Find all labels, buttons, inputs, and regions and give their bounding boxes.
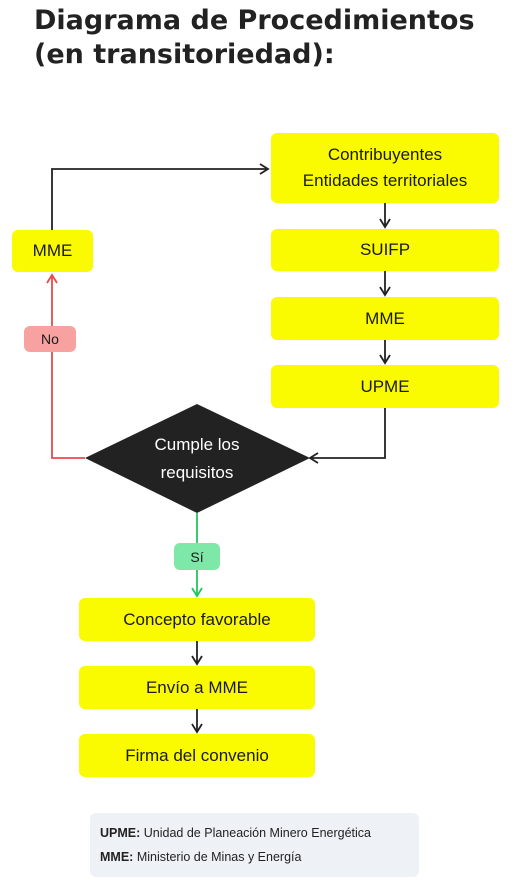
edge-mme-to-contribuyentes [51,163,270,230]
node-firma-convenio: Firma del convenio [79,734,315,777]
no-badge-label: No [41,331,59,347]
page-title: Diagrama de Procedimientos (en transitor… [34,4,504,72]
title-line-1: Diagrama de Procedimientos [34,5,475,36]
legend: UPME: Unidad de Planeación Minero Energé… [90,813,419,877]
legend-text-mme: Ministerio de Minas y Energía [136,850,302,864]
node-mme-right-label: MME [365,308,405,328]
node-upme-label: UPME [360,376,410,396]
node-upme: UPME [271,365,499,408]
node-suifp-label: SUIFP [359,240,411,259]
node-mme-left: MME [12,230,93,272]
node-concepto-favorable: Concepto favorable [79,598,315,641]
title-line-2: (en transitoriedad): [34,39,335,70]
decision-line-1: Cumple los [154,435,240,454]
node-mme-left-label: MME [32,241,73,260]
node-contribuyentes-line-2: Entidades territoriales [302,171,468,190]
si-badge: Sí [174,543,220,570]
legend-row-upme: UPME: Unidad de Planeación Minero Energé… [100,821,419,845]
no-badge: No [24,326,76,352]
node-envio-label: Envío a MME [145,677,249,697]
node-contribuyentes: Contribuyentes Entidades territoriales [271,133,499,203]
node-concepto-label: Concepto favorable [123,609,271,629]
node-mme-right: MME [271,297,499,340]
decision-line-2: requisitos [160,463,234,482]
legend-row-mme: MME: Ministerio de Minas y Energía [100,845,419,869]
legend-abbr-mme: MME: [100,850,134,864]
legend-text-upme: Unidad de Planeación Minero Energética [143,826,371,840]
node-suifp: SUIFP [271,229,499,271]
node-firma-label: Firma del convenio [125,745,269,765]
legend-abbr-upme: UPME: [100,826,141,840]
node-envio-mme: Envío a MME [79,666,315,709]
edge-upme-to-decision [308,408,386,464]
node-contribuyentes-line-1: Contribuyentes [327,145,443,164]
edge-no-to-mme [46,273,85,459]
decision-diamond [85,404,310,513]
si-badge-label: Sí [190,548,204,565]
decision-label: Cumple los requisitos [120,429,274,489]
